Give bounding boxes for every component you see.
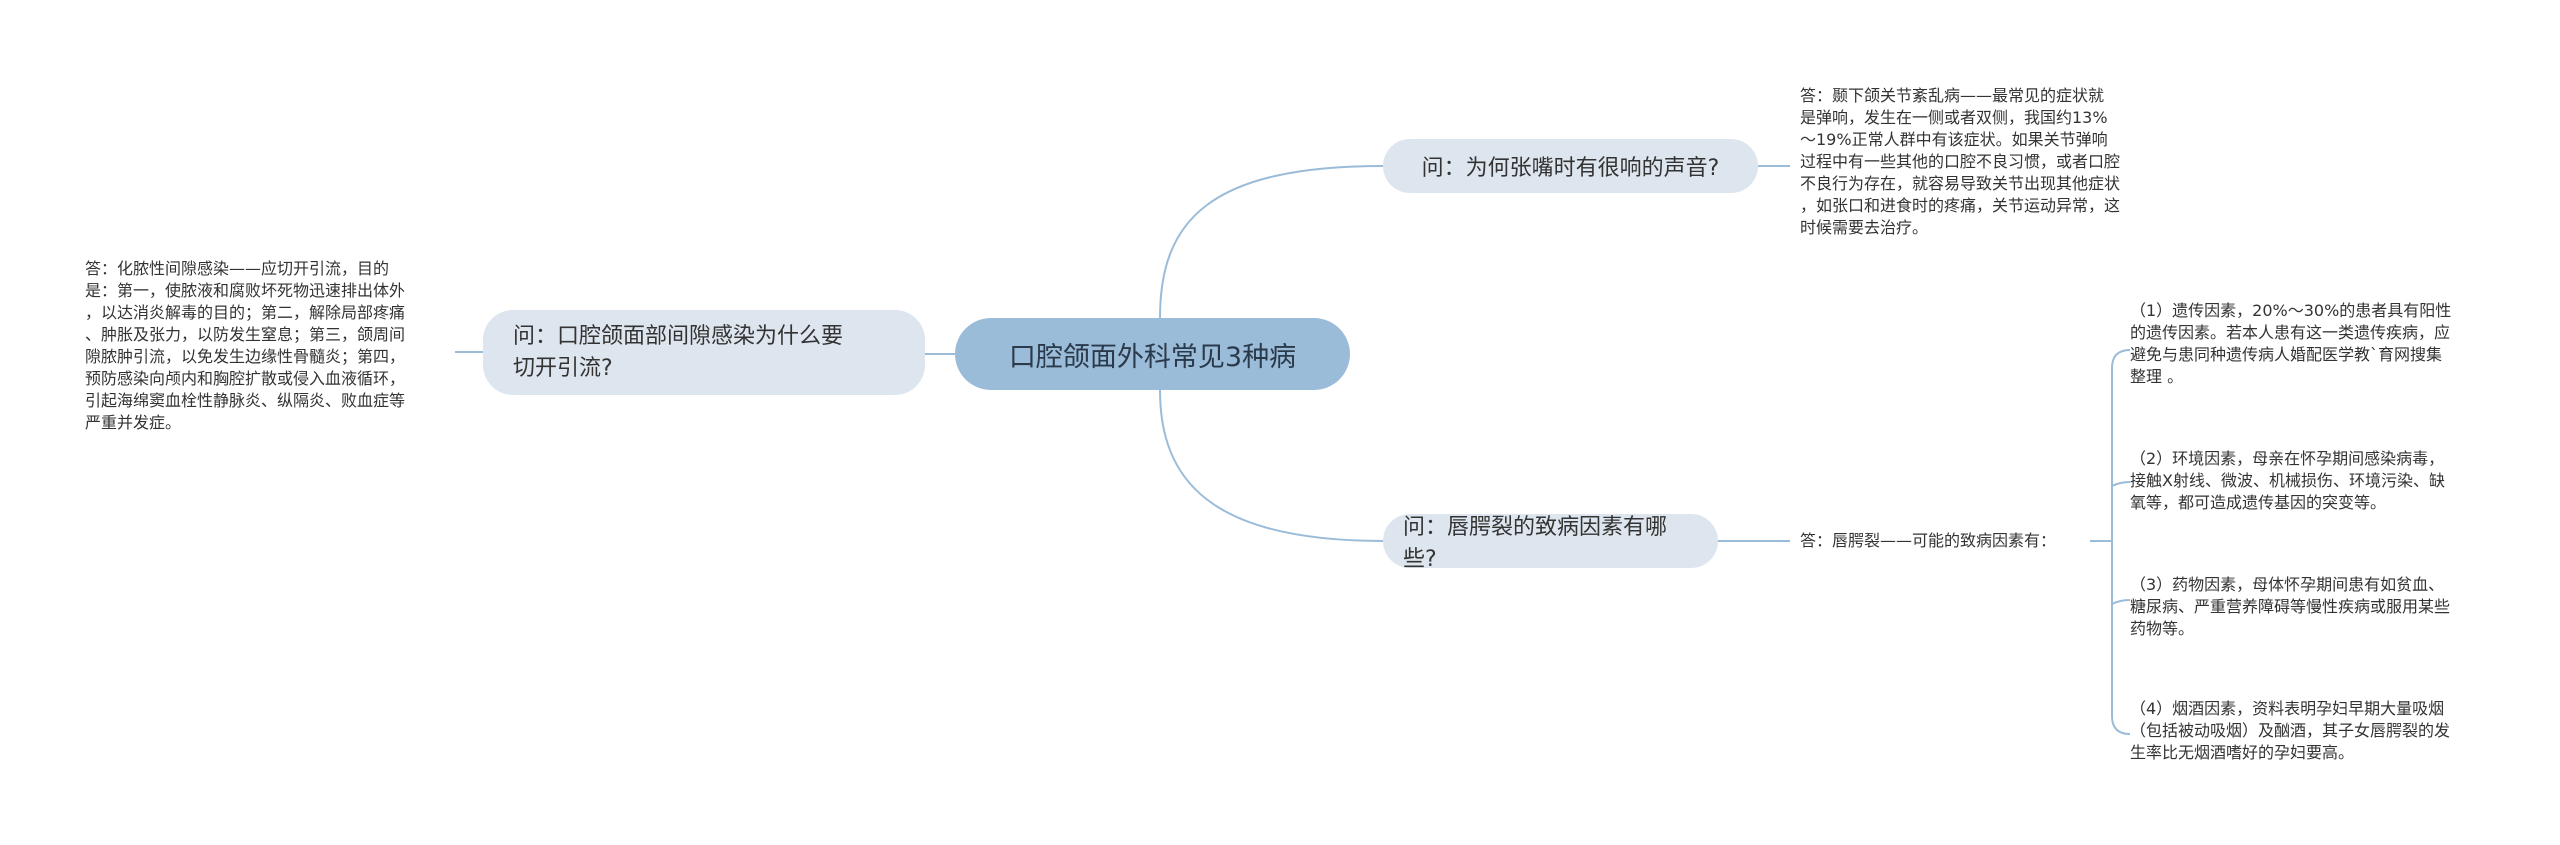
root-topic[interactable]: 口腔颌面外科常见3种病 <box>955 318 1350 390</box>
cause-drug: （3）药物因素，母体怀孕期间患有如贫血、 糖尿病、严重营养障碍等慢性疾病或服用某… <box>2130 575 2451 638</box>
cause-smoking-alcohol: （4）烟酒因素，资料表明孕妇早期大量吸烟 （包括被动吸烟）及酗酒，其子女唇腭裂的… <box>2130 699 2451 762</box>
topic-infection-drainage[interactable]: 问：口腔颌面部间隙感染为什么要 切开引流? <box>483 310 925 395</box>
cause-genetic: （1）遗传因素，20%～30%的患者具有阳性 的遗传因素。若本人患有这一类遗传疾… <box>2130 301 2452 386</box>
topic-cleft-lip-causes[interactable]: 问：唇腭裂的致病因素有哪些? <box>1383 514 1718 572</box>
topic-label-line1: 问：口腔颌面部间隙感染为什么要 <box>513 323 844 349</box>
topic-cleft-lip-causes-label: 问：唇腭裂的致病因素有哪些? <box>1403 515 1668 572</box>
bracket-tick-c2 <box>2111 481 2131 487</box>
bracket-tick-c3 <box>2111 599 2131 605</box>
link-root-bottom <box>1159 389 1384 542</box>
cause-environment: （2）环境因素，母亲在怀孕期间感染病毒， 接触X射线、微波、机械损伤、环境污染、… <box>2130 449 2445 512</box>
answer-infection-drainage: 答：化脓性间隙感染——应切开引流，目的 是：第一，使脓液和腐败坏死物迅速排出体外… <box>85 259 406 432</box>
topic-label-line2: 切开引流? <box>513 355 613 381</box>
causes-bracket <box>2111 349 2131 735</box>
answer-cleft-lip-causes: 答：唇腭裂——可能的致病因素有： <box>1800 531 2057 550</box>
link-root-top <box>1159 165 1384 319</box>
root-topic-label: 口腔颌面外科常见3种病 <box>1008 341 1297 373</box>
topic-jaw-clicking-label: 问：为何张嘴时有很响的声音? <box>1421 156 1720 181</box>
answer-jaw-clicking: 答：颞下颌关节紊乱病——最常见的症状就 是弹响，发生在一侧或者双侧，我国约13%… <box>1800 86 2121 237</box>
topic-infection-drainage-text: 问：口腔颌面部间隙感染为什么要 切开引流? <box>513 321 843 385</box>
topic-jaw-clicking[interactable]: 问：为何张嘴时有很响的声音? <box>1383 139 1758 193</box>
